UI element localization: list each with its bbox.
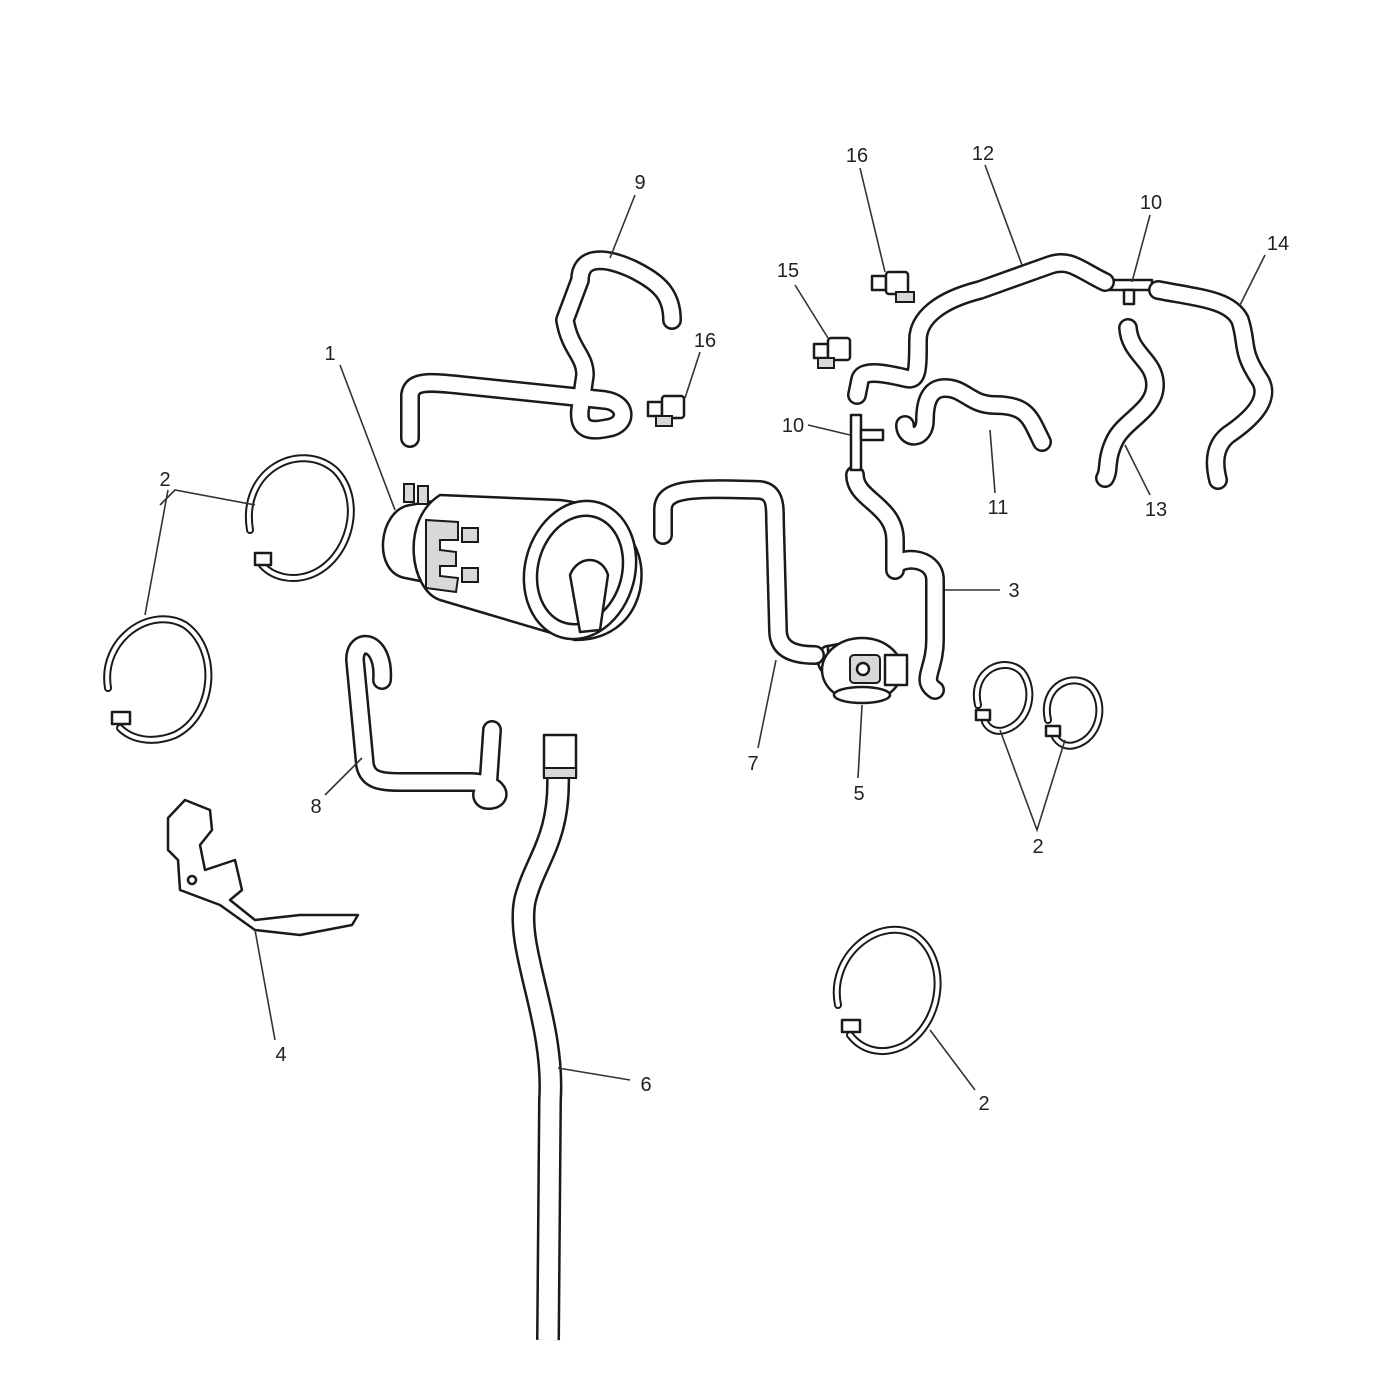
part-2-clamp-right-a	[972, 661, 1034, 735]
part-2-clamp-lower-left	[103, 615, 213, 744]
part-7-hose	[653, 479, 825, 665]
callout-part-9: 9	[634, 172, 645, 194]
callout-part-6: 6	[640, 1074, 651, 1096]
part-5-valve	[816, 636, 909, 705]
part-4-bracket	[166, 798, 360, 937]
part-16-clip-lower	[646, 394, 686, 427]
callout-part-16-lower: 16	[694, 330, 716, 352]
callout-part-5: 5	[853, 783, 864, 805]
part-16-clip-upper	[870, 270, 915, 303]
part-10-connector-left	[849, 413, 885, 472]
callout-part-3: 3	[1008, 580, 1019, 602]
callout-part-2-lower: 2	[978, 1093, 989, 1115]
part-12-hose	[847, 252, 1115, 405]
callout-part-15: 15	[777, 260, 799, 282]
part-13-hose	[1095, 318, 1165, 488]
callout-part-13: 13	[1145, 499, 1167, 521]
part-1-canister	[381, 483, 643, 642]
part-14-hose	[1148, 280, 1274, 490]
callout-part-7: 7	[747, 753, 758, 775]
callout-part-1: 1	[324, 343, 335, 365]
part-2-clamp-upper-left	[244, 454, 355, 582]
callout-part-10-left: 10	[782, 415, 804, 437]
callout-part-4: 4	[275, 1044, 286, 1066]
part-9-hose	[400, 250, 682, 448]
part-15-clip	[812, 336, 852, 369]
part-6-filler-pipe	[511, 733, 578, 1341]
part-2-clamp-right-b	[1042, 676, 1104, 750]
part-2-clamp-lower-right	[832, 925, 942, 1056]
part-11-hose	[895, 378, 1052, 452]
callout-part-2-left: 2	[159, 469, 170, 491]
callout-part-10-right: 10	[1140, 192, 1162, 214]
leader-lines	[144, 164, 1266, 1091]
callout-part-8: 8	[310, 796, 321, 818]
callout-part-16-upper: 16	[846, 145, 868, 167]
part-3-hose	[845, 465, 945, 700]
callout-part-14: 14	[1267, 233, 1289, 255]
callout-part-2-right: 2	[1032, 836, 1043, 858]
part-8-hose	[345, 634, 508, 810]
callout-part-12: 12	[972, 143, 994, 165]
callout-part-11: 11	[988, 497, 1009, 519]
callout-labels: 1 2 2 2 3 4 5 6 7 8 9 10 10 11 12 13 14 …	[159, 143, 1289, 1115]
